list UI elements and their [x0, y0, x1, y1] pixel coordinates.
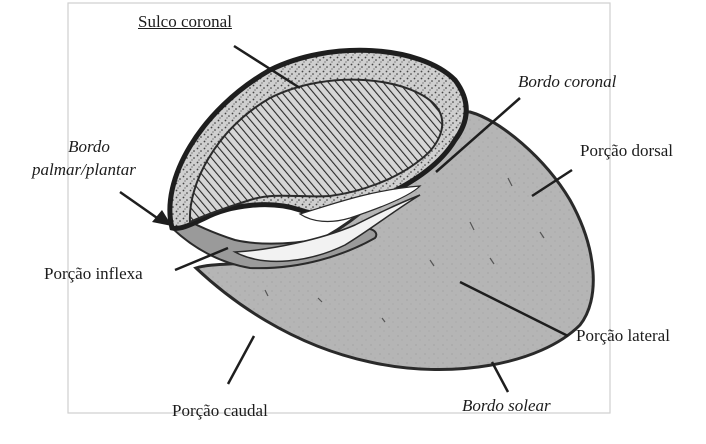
leader-bordo-coronal	[435, 97, 521, 173]
figure-frame	[67, 2, 611, 414]
inflexa-flap	[170, 213, 378, 270]
leader-bordo-solear	[490, 361, 510, 393]
leader-porcao-dorsal	[531, 168, 573, 198]
label-porcao-dorsal: Porção dorsal	[580, 141, 674, 160]
label-porcao-caudal: Porção caudal	[172, 401, 268, 420]
label-porcao-inflexa: Porção inflexa	[44, 264, 143, 283]
arrow-head-bordo-palmar	[152, 210, 172, 226]
leader-lines	[119, 44, 573, 393]
leader-porcao-inflexa	[174, 246, 229, 272]
leader-porcao-caudal	[226, 335, 256, 385]
label-bordo-coronal: Bordo coronal	[518, 72, 617, 91]
leader-sulco-coronal	[233, 44, 301, 90]
leader-bordo-palmar	[119, 190, 161, 222]
label-porcao-lateral: Porção lateral	[576, 326, 670, 345]
leader-porcao-lateral	[459, 280, 569, 338]
label-bordo-solear: Bordo solear	[462, 396, 551, 415]
inner-gap	[232, 194, 421, 263]
hatched-lamina	[188, 78, 444, 224]
wall-ticks	[264, 177, 545, 323]
label-bordo-palmar-line1: Bordo	[68, 137, 110, 156]
label-bordo-palmar-line2: palmar/plantar	[32, 160, 136, 179]
label-sulco-coronal: Sulco coronal	[138, 12, 232, 31]
inner-white	[298, 185, 422, 223]
